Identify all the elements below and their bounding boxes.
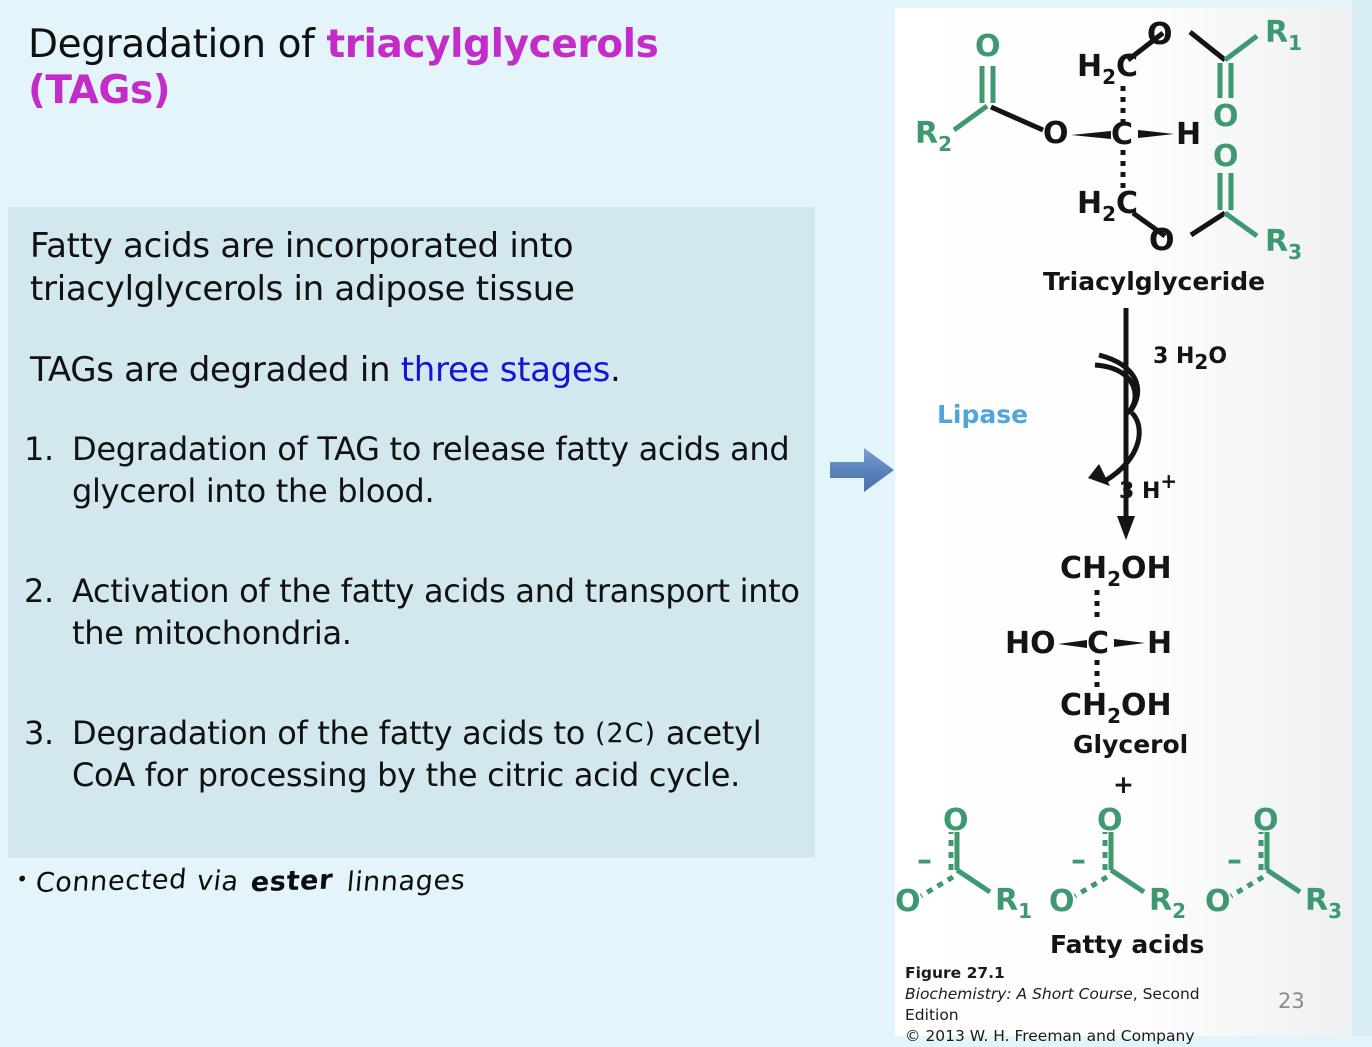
page-number: 23 bbox=[1278, 989, 1305, 1013]
handwritten-note-word-4: linnages bbox=[345, 864, 467, 899]
atom-oxygen-fa3-left: O bbox=[1205, 884, 1231, 919]
atom-oxygen-carbonyl-3: O bbox=[1213, 139, 1239, 174]
page-title-highlight: triacylglycerols (TAGs) bbox=[28, 22, 659, 114]
list-item-number: 1. bbox=[24, 430, 54, 468]
right-arrow-icon bbox=[830, 448, 894, 492]
right-edge-strip bbox=[1352, 0, 1372, 1036]
body-paragraph-2-before: TAGs are degraded in bbox=[30, 350, 401, 390]
body-paragraph-2-after: . bbox=[610, 350, 621, 390]
atom-ch2oh-top: CH2OH bbox=[1060, 551, 1172, 591]
figure-caption-book-title: Biochemistry: A Short Course bbox=[905, 984, 1133, 1003]
triacylglycerol-degradation-diagram: .blk{stroke:#141414;stroke-width:5;fill:… bbox=[895, 15, 1342, 958]
atom-hydrogen-central: H bbox=[1176, 117, 1201, 152]
atom-h2c-bottom: H2C bbox=[1077, 186, 1138, 226]
handwritten-note-word-2: via bbox=[195, 865, 241, 898]
label-reactant-water: 3 H2O bbox=[1153, 344, 1227, 374]
atom-charge-fa2: – bbox=[1071, 843, 1086, 878]
list-item-text-before: Degradation of the fatty acids to bbox=[72, 714, 595, 752]
atom-r1-fa-label: R1 bbox=[995, 883, 1032, 923]
handwritten-note-word-3: ester bbox=[249, 864, 335, 899]
atom-charge-fa3: – bbox=[1227, 843, 1242, 878]
atom-r3-label: R3 bbox=[1265, 224, 1302, 264]
figure-caption-line-1: Figure 27.1 bbox=[905, 964, 1005, 982]
figure-panel: .blk{stroke:#141414;stroke-width:5;fill:… bbox=[895, 8, 1352, 1045]
handwritten-note-bullet: • bbox=[15, 867, 30, 891]
atom-oxygen-ester-3: O bbox=[1149, 223, 1175, 258]
figure-caption: Figure 27.1 Biochemistry: A Short Course… bbox=[905, 963, 1245, 1047]
figure-caption-edition: , Second Edition bbox=[905, 984, 1200, 1024]
label-glycerol: Glycerol bbox=[1073, 730, 1188, 759]
figure-caption-line-2: Biochemistry: A Short Course, Second Edi… bbox=[905, 984, 1245, 1026]
figure-caption-line-3: © 2013 W. H. Freeman and Company bbox=[905, 1026, 1195, 1045]
atom-oxygen-carbonyl-1: O bbox=[1213, 99, 1239, 134]
page-title-plain: Degradation of bbox=[28, 22, 327, 67]
label-fatty-acids: Fatty acids bbox=[1050, 930, 1204, 958]
list-item-text: Degradation of TAG to release fatty acid… bbox=[72, 430, 790, 510]
atom-oxygen-fa3-top: O bbox=[1253, 803, 1279, 838]
atom-hydrogen-glycerol: H bbox=[1147, 626, 1172, 661]
atom-r2-fa-label: R2 bbox=[1149, 883, 1186, 923]
content-box: Fatty acids are incorporated into triacy… bbox=[8, 207, 815, 858]
atom-oxygen-fa1-top: O bbox=[943, 803, 969, 838]
atom-r3-fa-label: R3 bbox=[1305, 883, 1342, 923]
list-item-text: Activation of the fatty acids and transp… bbox=[72, 572, 800, 652]
atom-oxygen-fa1-left: O bbox=[895, 884, 921, 919]
atom-oxygen-ester-1: O bbox=[1147, 17, 1173, 52]
fatty-acid-3: O O – R3 bbox=[1205, 803, 1342, 923]
list-item: 2. Activation of the fatty acids and tra… bbox=[24, 571, 814, 654]
atom-h2c-top: H2C bbox=[1077, 49, 1138, 89]
atom-carbon-central: C bbox=[1111, 117, 1133, 152]
fatty-acid-2: O O – R2 bbox=[1049, 803, 1186, 923]
atom-oxygen-fa2-left: O bbox=[1049, 884, 1075, 919]
atom-oxygen-fa2-top: O bbox=[1097, 803, 1123, 838]
handwritten-2c-annotation: (2C) bbox=[594, 718, 657, 749]
body-paragraph-2: TAGs are degraded in three stages. bbox=[30, 349, 790, 392]
atom-hydroxyl-left: HO bbox=[1005, 626, 1056, 661]
label-enzyme-lipase: Lipase bbox=[937, 400, 1028, 429]
list-item-number: 2. bbox=[24, 572, 54, 610]
list-item-text-after: acetyl CoA for processing by the citric … bbox=[72, 714, 762, 794]
atom-ch2oh-bottom: CH2OH bbox=[1060, 688, 1172, 728]
handwritten-note-word-1: Connected bbox=[35, 864, 189, 899]
list-item: 1. Degradation of TAG to release fatty a… bbox=[24, 429, 814, 512]
atom-r2-label: R2 bbox=[915, 116, 952, 156]
page-title: Degradation of triacylglycerols (TAGs) bbox=[28, 22, 808, 114]
label-plus-sign: + bbox=[1113, 770, 1134, 799]
body-paragraph-2-highlight: three stages bbox=[400, 350, 611, 390]
list-item-text: Degradation of the fatty acids to (2C) a… bbox=[72, 713, 814, 796]
atom-r1-label: R1 bbox=[1265, 15, 1302, 55]
atom-oxygen-ester-2: O bbox=[1043, 116, 1069, 151]
atom-oxygen-carbonyl-2: O bbox=[975, 29, 1001, 64]
label-triacylglyceride: Triacylglyceride bbox=[1043, 267, 1265, 296]
atom-carbon-glycerol: C bbox=[1087, 626, 1109, 661]
body-paragraph-1: Fatty acids are incorporated into triacy… bbox=[30, 226, 575, 309]
fatty-acid-1: O O – R1 bbox=[895, 803, 1032, 923]
atom-charge-fa1: – bbox=[917, 843, 932, 878]
list-item: 3. Degradation of the fatty acids to (2C… bbox=[24, 713, 814, 796]
list-item-number: 3. bbox=[24, 714, 54, 752]
